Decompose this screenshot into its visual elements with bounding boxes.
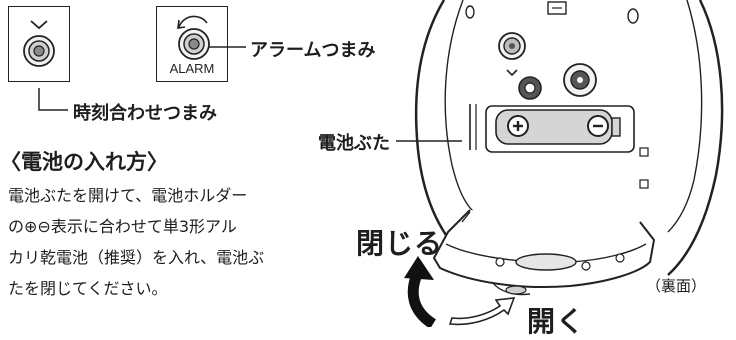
clock-alarm-knob (563, 63, 597, 97)
open-label: 開く (527, 305, 586, 338)
clock-back-illustration (38, 0, 724, 327)
view-label: （裏面） (646, 277, 707, 295)
section-title: 〈電池の入れ方〉 (0, 150, 168, 174)
instruction-line: カリ乾電池（推奨）を入れ、電池ぶ (8, 248, 265, 267)
alarm-knob-label: アラームつまみ (250, 40, 376, 61)
clock-body (414, 0, 724, 276)
time-knob-leader (38, 88, 68, 111)
close-arrow-icon (404, 256, 437, 327)
battery-cover-label: 電池ぶた (318, 133, 390, 154)
instruction-text: 電池ぶたを開けて、電池ホルダー の⊕⊖表示に合わせて単3形アル カリ乾電池（推奨… (8, 180, 264, 304)
close-label: 閉じる (356, 227, 444, 260)
clock-time-knob (498, 32, 542, 100)
battery-cover (432, 209, 656, 296)
battery-compartment (469, 104, 649, 189)
time-knob-icon (23, 20, 55, 67)
alarm-box-text: ALARM (169, 61, 215, 76)
time-knob-box (8, 6, 70, 82)
instruction-line: 電池ぶたを開けて、電池ホルダー (8, 186, 248, 205)
open-arrow-icon (448, 297, 516, 326)
time-knob-label: 時刻合わせつまみ (73, 103, 217, 124)
instruction-line: たを閉じてください。 (8, 279, 168, 298)
alarm-knob-box: ALARM (156, 6, 228, 82)
alarm-knob-icon (177, 15, 210, 60)
instruction-line: の⊕⊖表示に合わせて単3形アル (8, 217, 237, 236)
